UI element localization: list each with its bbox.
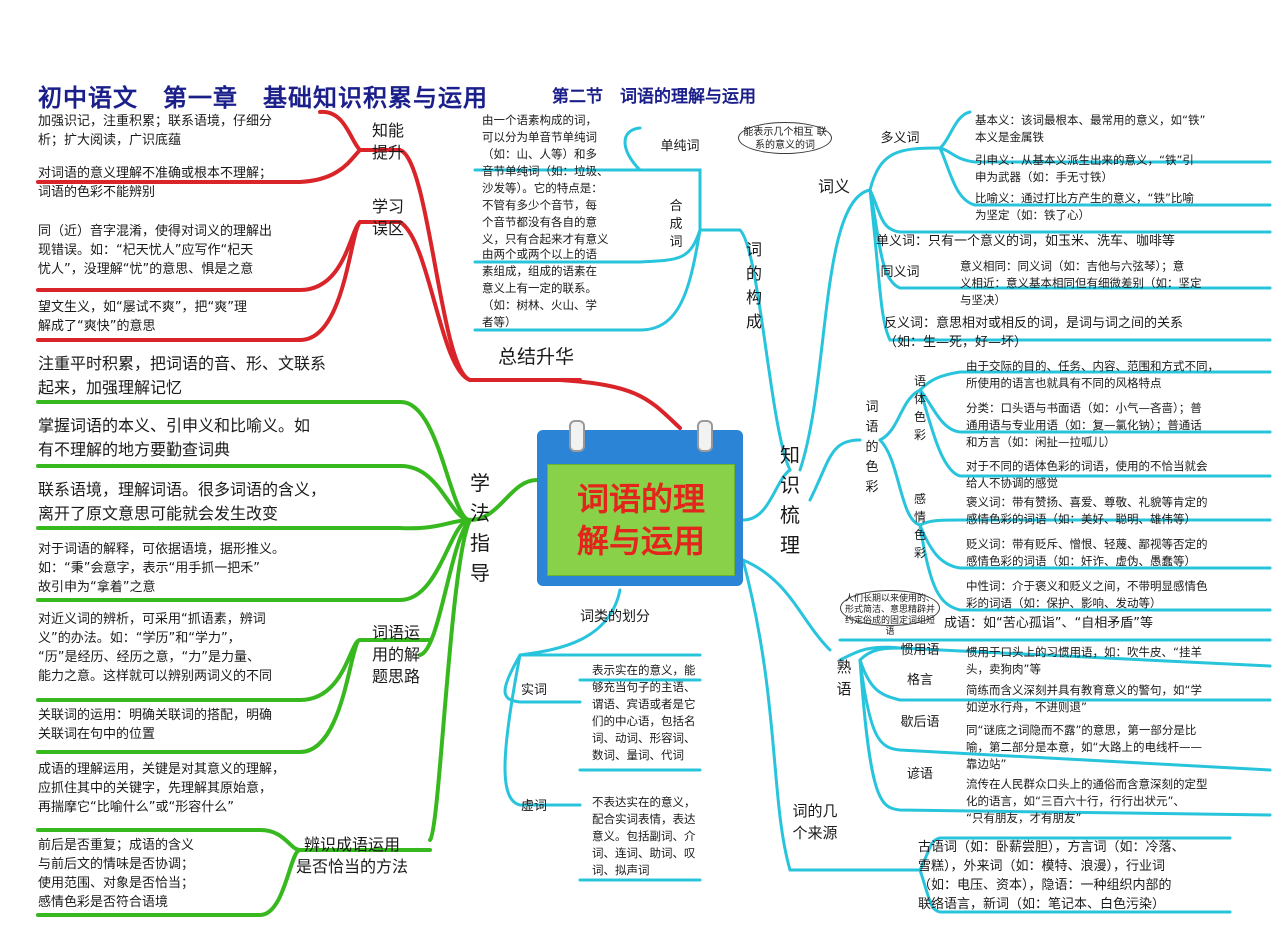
ganqing-item: 中性词：介于褒义和贬义之间，不带明显感情色 彩的词语（如：保护、影响、发动等） bbox=[966, 579, 1208, 610]
ganqing-item: 贬义词：带有贬斥、憎恨、轻蔑、鄙视等否定的 感情色彩的词语（如：奸诈、虚伪、愚蠢… bbox=[966, 537, 1208, 568]
yuti-item: 分类：口头语与书面语（如：小气—吝啬）；普 通用语与专业用语（如：复—氯化钠）；… bbox=[966, 401, 1202, 449]
duoyi-label: 多义词 bbox=[880, 131, 920, 146]
shici-label: 实词 bbox=[520, 683, 547, 698]
chengyu-method-item: 前后是否重复；成语的含义 与前后文的情味是否协调； 使用范围、对象是否恰当； 感… bbox=[38, 838, 195, 910]
method-item: 对于词语的解释，可依据语境，据形推义。 如：“秉”会意字，表示“用手抓一把禾” … bbox=[38, 542, 286, 595]
jieti-item: 对近义词的辨析，可采用“抓语素，辨词 义”的办法。如：“学历”和“学力”， “历… bbox=[38, 612, 273, 684]
ganqing-item: 褒义词：带有赞扬、喜爱、尊敬、礼貌等肯定的 感情色彩的词语（如：美好、聪明、雄伟… bbox=[966, 495, 1208, 526]
method-item: 掌握词语的本义、引申义和比喻义。如 有不理解的地方要勤查词典 bbox=[38, 416, 311, 459]
geyan-label: 格言 bbox=[906, 673, 933, 688]
green-connectors bbox=[36, 399, 539, 917]
hecheng-label: 合 成 词 bbox=[669, 199, 683, 250]
sources-label: 词的几 个来源 bbox=[792, 802, 838, 842]
yanyu-text: 流传在人民群众口头上的通俗而含意深刻的定型 化的语言，如“三百六十行，行行出状元… bbox=[966, 777, 1208, 825]
wuqu-item: 对词语的意义理解不准确或根本不理解； 词语的色彩不能辨别 bbox=[38, 166, 273, 200]
knowledge-label: 知 识 梳 理 bbox=[780, 443, 800, 557]
xuci-label: 虚词 bbox=[520, 799, 547, 814]
chengyu-method-item: 成语的理解运用，关键是对其意义的理解， 应抓住其中的关键字，先理解其原始意， 再… bbox=[38, 762, 286, 815]
danchun-text: 由一个语素构成的词， 可以分为单音节单纯词 （如：山、人等）和多 音节单纯词（如… bbox=[482, 113, 609, 246]
meaning-label: 词义 bbox=[817, 177, 850, 196]
tongyi-text: 意义相同：同义词（如：吉他与六弦琴）；意 义相近：意义基本相同但有细微差别（如：… bbox=[960, 259, 1202, 307]
structure-label: 词 的 构 成 bbox=[745, 240, 762, 331]
shici-text: 表示实在的意义，能 够充当句子的主语、 谓语、宾语或者是它 们的中心语，包括名 … bbox=[592, 663, 696, 762]
duoyi-item: 比喻义：通过打比方产生的意义，“铁”比喻 为坚定（如：铁了心） bbox=[975, 191, 1194, 222]
wuqu-label: 学习 误区 bbox=[371, 197, 404, 238]
method-item: 注重平时积累，把词语的音、形、文联系 起来，加强理解记忆 bbox=[38, 354, 327, 397]
wuqu-item: 同（近）音字混淆，使得对词义的理解出 现错误。如：“杞天忧人”应写作“杞天 忧人… bbox=[38, 224, 273, 277]
center-calendar-node: 词语的理 解与运用 bbox=[537, 420, 743, 586]
page-subtitle: 第二节 词语的理解与运用 bbox=[552, 87, 756, 107]
binder-ring-icon bbox=[569, 420, 585, 452]
sources-text: 古语词（如：卧薪尝胆），方言词（如：冷落、 雪糕），外来词（如：模特、浪漫），行… bbox=[918, 840, 1185, 912]
danyi-text: 单义词：只有一个意义的词，如玉米、洗车、咖啡等 bbox=[876, 234, 1176, 249]
methods-label: 学 法 指 导 bbox=[470, 471, 490, 585]
xiehou-text: 同“谜底之词隐而不露”的意思，第一部分是比 喻，第二部分是本意，如“大路上的电线… bbox=[966, 723, 1202, 771]
duoyi-item: 基本义：该词最根本、最常用的意义，如“铁” 本义是金属铁 bbox=[975, 113, 1206, 144]
page-title: 初中语文 第一章 基础知识积累与运用 bbox=[38, 84, 488, 112]
xuci-text: 不表达实在的意义， 配合实词表情，表达 意义。包括副词、介 词、连词、助词、叹 … bbox=[592, 795, 696, 877]
shuyu-bubble: 人们长期以来使用的、 形式简洁、意思精辟并 约定俗成的固定词组短语 bbox=[840, 590, 940, 637]
fanyi-text: 反义词：意思相对或相反的词，是词与词之间的关系 （如：生—死，好—坏） bbox=[884, 316, 1184, 350]
method-item: 联系语境，理解词语。很多词语的含义， 离开了原文意思可能就会发生改变 bbox=[38, 480, 327, 523]
yanyu-label: 谚语 bbox=[906, 767, 933, 782]
hecheng-text: 由两个或两个以上的语 素组成，组成的语素在 意义上有一定的联系。 （如：树林、火… bbox=[482, 247, 597, 329]
center-node-title: 词语的理 解与运用 bbox=[576, 480, 705, 560]
tongyi-label: 同义词 bbox=[880, 265, 920, 280]
ganqing-label: 感 情 色 彩 bbox=[913, 492, 926, 560]
xiehou-label: 歇后语 bbox=[900, 715, 940, 730]
classes-label: 词类的划分 bbox=[580, 609, 650, 625]
color-label: 词 语 的 色 彩 bbox=[865, 400, 879, 495]
summary-label: 总结升华 bbox=[497, 346, 574, 368]
meaning-bubble: 能表示几个相互 联系的意义的词 bbox=[738, 122, 832, 154]
yuti-item: 由于交际的目的、任务、内容、范围和方式不同， 所使用的语言也就具有不同的风格特点 bbox=[966, 359, 1219, 390]
red-connectors bbox=[36, 109, 682, 430]
chengyu-text: 成语：如“苦心孤诣”、“自相矛盾”等 bbox=[944, 616, 1153, 631]
binder-ring-icon bbox=[697, 420, 713, 452]
jieti-label: 词语运 用的解 题思路 bbox=[371, 623, 420, 686]
shuyu-label: 熟 语 bbox=[836, 658, 852, 698]
duoyi-item: 引申义：从基本义派生出来的意义，“铁”引 申为武器（如：手无寸铁） bbox=[975, 153, 1194, 184]
center-node-body: 词语的理 解与运用 bbox=[547, 464, 735, 576]
geyan-text: 简练而含义深刻并具有教育意义的警句，如“学 如逆水行舟，不进则退” bbox=[966, 683, 1202, 714]
wuqu-item: 望文生义，如“屡试不爽”，把“爽”理 解成了“爽快”的意思 bbox=[38, 300, 247, 334]
yuti-label: 语 体 色 彩 bbox=[913, 374, 926, 442]
danchun-label: 单纯词 bbox=[660, 139, 700, 154]
guanyong-label: 惯用语 bbox=[900, 643, 940, 658]
chengyu-method-label: 辨识成语运用 是否恰当的方法 bbox=[295, 835, 408, 876]
guanyong-text: 惯用于口头上的习惯用语，如：吹牛皮、“挂羊 头，卖狗肉”等 bbox=[966, 645, 1202, 676]
jieti-item: 关联词的运用：明确关联词的搭配，明确 关联词在句中的位置 bbox=[38, 708, 273, 742]
zhineng-text: 加强识记，注重积累；联系语境，仔细分 析；扩大阅读，广识底蕴 bbox=[38, 114, 273, 148]
cyan-connectors bbox=[473, 110, 1272, 914]
zhineng-label: 知能 提升 bbox=[371, 121, 404, 162]
yuti-item: 对于不同的语体色彩的词语，使用的不恰当就会 给人不协调的感觉 bbox=[966, 459, 1208, 490]
